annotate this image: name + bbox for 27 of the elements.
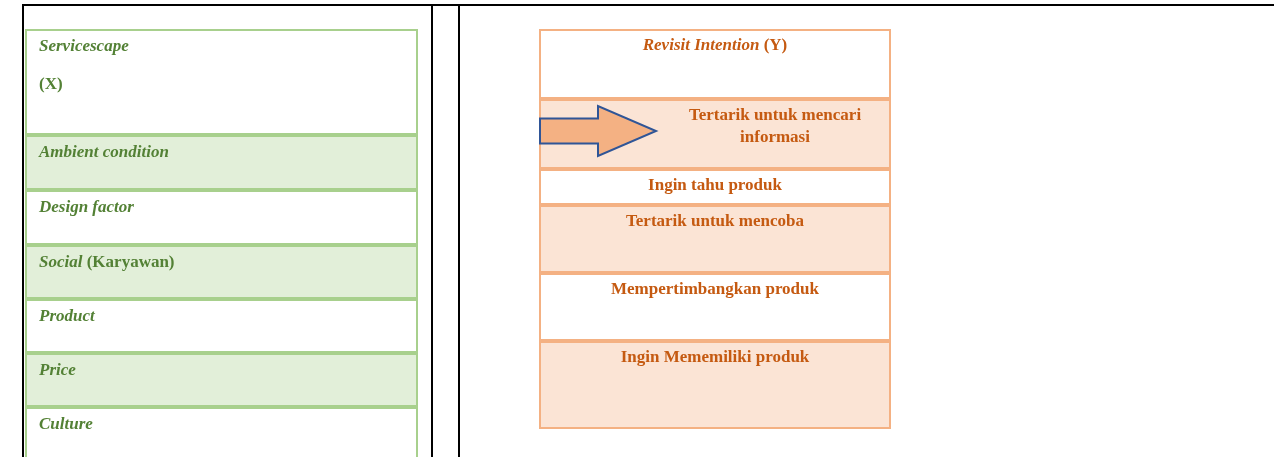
table-row (25, 407, 418, 457)
row-label: Tertarik untuk mencoba (625, 210, 805, 232)
row-label: Ingin Mememiliki produk (619, 346, 811, 368)
row-label: Social (Karyawan) (39, 251, 176, 273)
table-row (25, 299, 418, 353)
table-row (25, 353, 418, 407)
row-label: Price (39, 359, 77, 381)
table-row (25, 135, 418, 190)
variable-code: (X) (39, 73, 64, 95)
table-header-row (25, 29, 418, 135)
table-header-row (539, 29, 891, 99)
row-label: Design factor (39, 196, 135, 218)
table-row (539, 341, 891, 429)
table-row (539, 169, 891, 205)
row-label: Mempertimbangkan produk (610, 278, 820, 300)
block-arrow (539, 104, 659, 158)
row-label: Tertarik untuk mencari informasi (687, 104, 863, 148)
row-label: Ingin tahu produk (647, 174, 783, 196)
row-label: Servicescape (39, 35, 130, 57)
row-label: Revisit Intention (Y) (641, 34, 789, 56)
row-label: Product (39, 305, 96, 327)
table-row (539, 205, 891, 273)
table-row (25, 190, 418, 245)
table-row (25, 245, 418, 299)
table-row (539, 273, 891, 341)
row-label: Culture (39, 413, 94, 435)
row-label: Ambient condition (39, 141, 170, 163)
